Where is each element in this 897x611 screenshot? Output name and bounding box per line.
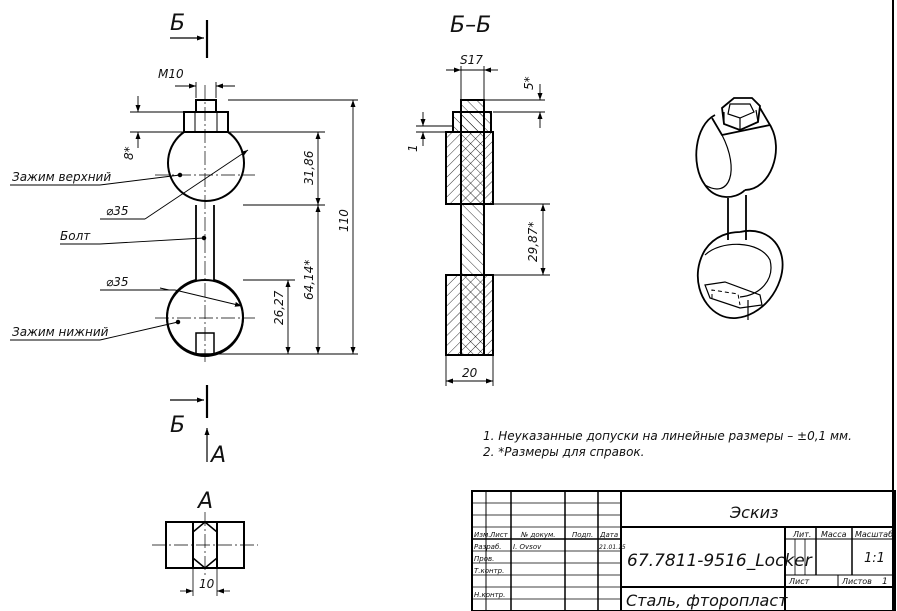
section-mark-bottom: Б [170,413,185,438]
dev-date: 21.01.15 [599,544,626,551]
designation: 67.7811-9516_Locker [627,551,813,571]
view-a [152,512,258,596]
section-mark-top: Б [170,11,185,36]
sheets-count: 1 [882,577,888,587]
upper-clamp-label: Зажим верхний [12,170,111,184]
dim-2627: 26,27 [272,290,286,325]
col-doc: № докум. [520,531,556,539]
dim-10: 10 [199,577,215,591]
offset-note: 8* [122,146,136,160]
dim-5: 5* [522,76,536,90]
note-1: 1. Неуказанные допуски на линейные разме… [483,429,852,443]
view-arrow-label: А [209,443,226,468]
section-mark-bottom-group [170,385,210,462]
section-view [445,99,494,356]
col-izm: Изм. [474,531,490,539]
lit-header: Лит. [792,530,811,539]
view-a-title: А [196,489,213,514]
sheets-label: Листов [841,577,872,586]
role-dev: Разраб. [474,543,502,551]
role-tk: Т.контр. [474,567,504,575]
dim-2987: 29,87* [526,222,540,262]
dim-1: 1 [406,144,420,152]
sheet-label: Лист [788,577,810,586]
title-block-text: Эскиз Изм. Лист № докум. Подп. Дата Разр… [474,503,893,610]
section-dims [416,66,550,386]
col-date: Дата [599,531,618,539]
dim-s17: S17 [460,53,483,67]
dev-name: I. Ovsov [513,543,542,551]
title-block [471,490,896,611]
mass-header: Масса [821,530,847,539]
role-chk: Пров. [474,555,494,563]
scale-value: 1:1 [864,551,885,566]
dia-upper-label: ⌀35 [106,204,129,218]
front-view: Б [155,11,255,362]
col-sign: Подп. [572,531,593,539]
material: Сталь, фторопласт [626,591,788,610]
dim-110: 110 [337,209,351,232]
section-title: Б–Б [450,13,491,38]
scale-header: Масштаб [855,530,893,539]
dia-lower-label: ⌀35 [106,275,129,289]
bolt-label: Болт [60,229,91,243]
dim-20: 20 [462,366,478,380]
front-labels: M10 8* Зажим верхний ⌀35 Болт ⌀35 Зажим … [12,67,351,339]
lower-clamp-label: Зажим нижний [12,325,109,339]
col-list: Лист [489,531,509,539]
thread-label: M10 [158,67,184,81]
front-dims [10,82,358,355]
dim-3186: 31,86 [302,150,316,185]
doc-type: Эскиз [729,503,779,522]
role-nk: Н.контр. [474,591,505,599]
note-2: 2. *Размеры для справок. [483,445,644,459]
dim-6414: 64,14* [302,260,316,300]
isometric-view [695,97,784,320]
